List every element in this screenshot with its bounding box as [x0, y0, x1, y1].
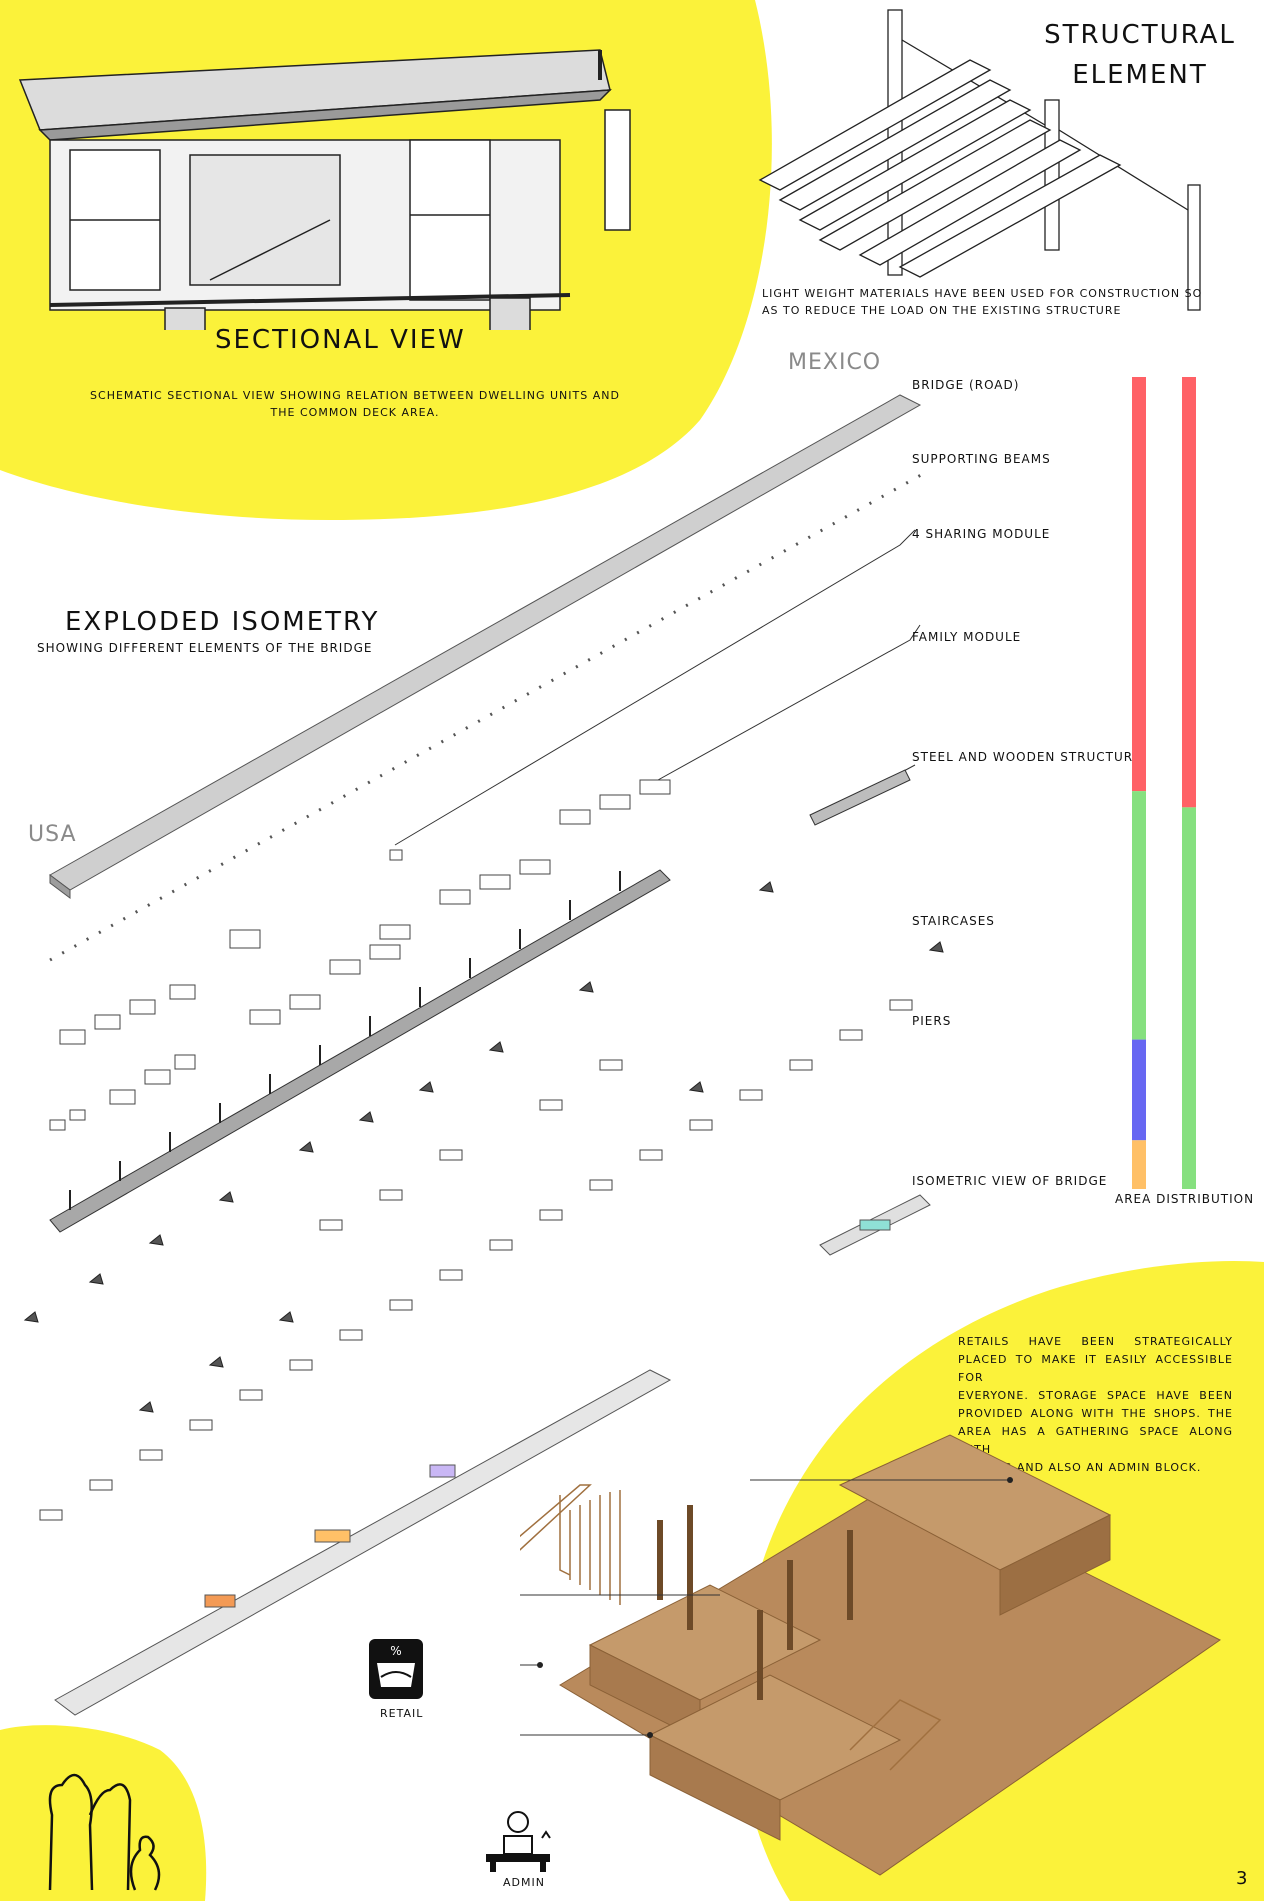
layer-label-piers: PIERS: [912, 1014, 952, 1028]
sectional-view-title: SECTIONAL VIEW: [215, 325, 466, 355]
bridge-road-layer: [49, 394, 922, 899]
retail-description-line-1: RETAILS HAVE BEEN STRATEGICALLY: [958, 1335, 1233, 1348]
layer-label-staircases: STAIRCASES: [912, 914, 995, 928]
area-bar-2-segment-red: [1182, 377, 1196, 808]
structural-element-drawing: [758, 9, 1201, 311]
exploded-isometry-drawing: [23, 394, 944, 1716]
sectional-view-drawing: [18, 49, 631, 330]
shop-percent-icon: %: [369, 1639, 423, 1699]
area-distribution-label: AREA DISTRIBUTION: [1115, 1192, 1255, 1206]
structural-element-title: STRUCTURAL ELEMENT: [1040, 15, 1240, 95]
isometric-bridge-layer: [54, 1194, 931, 1716]
staircase-outline: [520, 1484, 942, 1771]
structural-title-line-2: ELEMENT: [1072, 60, 1208, 90]
retail-block-model: [520, 1434, 1221, 1876]
retail-description-line-4: PROVIDED ALONG WITH THE SHOPS. THE: [958, 1407, 1233, 1420]
area-bar-1-segment-green: [1132, 791, 1146, 1040]
area-bar-1-segment-orange: [1132, 1140, 1146, 1189]
retail-description-line-3: EVERYONE. STORAGE SPACE HAVE BEEN: [958, 1389, 1233, 1402]
sectional-view-caption: SCHEMATIC SECTIONAL VIEW SHOWING RELATIO…: [55, 387, 655, 421]
structural-element-caption: LIGHT WEIGHT MATERIALS HAVE BEEN USED FO…: [762, 285, 1232, 319]
structural-caption-line-1: LIGHT WEIGHT MATERIALS HAVE BEEN USED FO…: [762, 287, 1203, 300]
sectional-caption-line-2: THE COMMON DECK AREA.: [270, 406, 440, 419]
layer-label-isometric-bridge: ISOMETRIC VIEW OF BRIDGE: [912, 1174, 1108, 1188]
area-bar-1-segment-red: [1132, 377, 1146, 792]
area-distribution-bars: [1132, 377, 1196, 1189]
structural-title-line-1: STRUCTURAL: [1044, 20, 1236, 50]
country-label-mexico: MEXICO: [788, 350, 882, 375]
country-label-usa: USA: [28, 822, 77, 847]
piers-layer: [39, 999, 913, 1521]
sharing-module-layer: [49, 779, 671, 1131]
page-number: 3: [1236, 1868, 1248, 1889]
svg-text:%: %: [390, 1644, 401, 1658]
steel-wooden-structure-layer: [49, 769, 911, 1233]
structural-caption-line-2: AS TO REDUCE THE LOAD ON THE EXISTING ST…: [762, 304, 1122, 317]
layer-label-supporting-beams: SUPPORTING BEAMS: [912, 452, 1051, 466]
sectional-caption-line-1: SCHEMATIC SECTIONAL VIEW SHOWING RELATIO…: [90, 389, 620, 402]
exploded-isometry-subtitle: SHOWING DIFFERENT ELEMENTS OF THE BRIDGE: [37, 641, 373, 655]
layer-label-steel-wooden-structure: STEEL AND WOODEN STRUCTURE: [912, 750, 1142, 764]
layer-label-family-module: FAMILY MODULE: [912, 630, 1022, 644]
staircases-layer: [23, 881, 944, 1413]
area-bar-1-segment-blue: [1132, 1039, 1146, 1141]
layer-label-bridge-road: BRIDGE (ROAD): [912, 378, 1020, 392]
exploded-isometry-title: EXPLODED ISOMETRY: [65, 607, 380, 637]
layer-label-sharing-module: 4 SHARING MODULE: [912, 527, 1051, 541]
people-sketch-icon: [48, 1773, 161, 1891]
admin-desk-icon: [486, 1811, 551, 1872]
area-bar-2-segment-green: [1182, 807, 1196, 1189]
retail-description-line-2: PLACED TO MAKE IT EASILY ACCESSIBLE FOR: [958, 1353, 1233, 1384]
admin-label: ADMIN: [503, 1876, 545, 1889]
retail-label: RETAIL: [380, 1707, 424, 1720]
